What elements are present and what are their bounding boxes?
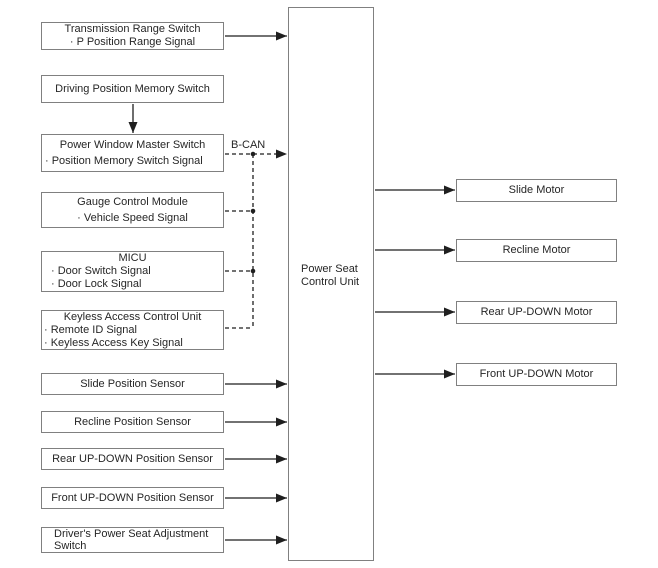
bcan-junction-dot bbox=[250, 208, 256, 214]
signal-line: · Vehicle Speed Signal bbox=[77, 212, 188, 224]
signal-line: · Door Lock Signal bbox=[51, 278, 142, 290]
node-title: Slide Position Sensor bbox=[80, 377, 185, 390]
node-transmission-range-switch: Transmission Range Switch · P Position R… bbox=[41, 22, 224, 50]
node-gauge-control-module: Gauge Control Module · Vehicle Speed Sig… bbox=[41, 192, 224, 228]
node-recline-position-sensor: Recline Position Sensor bbox=[41, 411, 224, 433]
node-recline-motor: Recline Motor bbox=[456, 239, 617, 262]
bcan-junction-dot bbox=[250, 268, 256, 274]
node-title: Power Seat Control Unit bbox=[301, 263, 360, 288]
node-title: Driving Position Memory Switch bbox=[55, 82, 210, 95]
node-title: Recline Position Sensor bbox=[74, 415, 191, 428]
signal-line: · Keyless Access Key Signal bbox=[44, 336, 183, 349]
node-title: Recline Motor bbox=[502, 244, 571, 256]
bcan-junction-dot bbox=[250, 151, 256, 157]
node-title: Front UP-DOWN Motor bbox=[479, 368, 594, 380]
node-rear-up-down-position-sensor: Rear UP-DOWN Position Sensor bbox=[41, 448, 224, 470]
node-front-up-down-position-sensor: Front UP-DOWN Position Sensor bbox=[41, 487, 224, 509]
node-title: Slide Motor bbox=[508, 184, 565, 196]
node-title: Driver's Power Seat Adjustment Switch bbox=[54, 528, 209, 552]
node-rear-up-down-motor: Rear UP-DOWN Motor bbox=[456, 301, 617, 324]
signal-line: · P Position Range Signal bbox=[69, 36, 196, 48]
node-power-window-master-switch: Power Window Master Switch · Position Me… bbox=[41, 134, 224, 172]
node-title: MICU bbox=[118, 252, 147, 264]
signal-line: · Remote ID Signal bbox=[44, 323, 137, 336]
signal-line: · Door Switch Signal bbox=[51, 265, 151, 277]
node-title: Transmission Range Switch bbox=[64, 23, 201, 35]
node-slide-position-sensor: Slide Position Sensor bbox=[41, 373, 224, 395]
node-front-up-down-motor: Front UP-DOWN Motor bbox=[456, 363, 617, 386]
signal-line: · Position Memory Switch Signal bbox=[45, 155, 203, 167]
node-title: Power Window Master Switch bbox=[59, 139, 206, 151]
node-title: Keyless Access Control Unit bbox=[63, 310, 202, 323]
node-drivers-power-seat-adjustment-switch: Driver's Power Seat Adjustment Switch bbox=[41, 527, 224, 553]
node-title: Gauge Control Module bbox=[77, 196, 188, 208]
node-power-seat-control-unit: Power Seat Control Unit bbox=[288, 7, 374, 561]
node-keyless-access-control-unit: Keyless Access Control Unit · Remote ID … bbox=[41, 310, 224, 350]
node-slide-motor: Slide Motor bbox=[456, 179, 617, 202]
node-micu: MICU · Door Switch Signal · Door Lock Si… bbox=[41, 251, 224, 292]
node-title: Rear UP-DOWN Position Sensor bbox=[52, 452, 213, 465]
bcan-label: B-CAN bbox=[231, 139, 266, 151]
node-title: Front UP-DOWN Position Sensor bbox=[51, 491, 214, 504]
node-title: Rear UP-DOWN Motor bbox=[480, 306, 593, 318]
node-driving-position-memory-switch: Driving Position Memory Switch bbox=[41, 75, 224, 103]
